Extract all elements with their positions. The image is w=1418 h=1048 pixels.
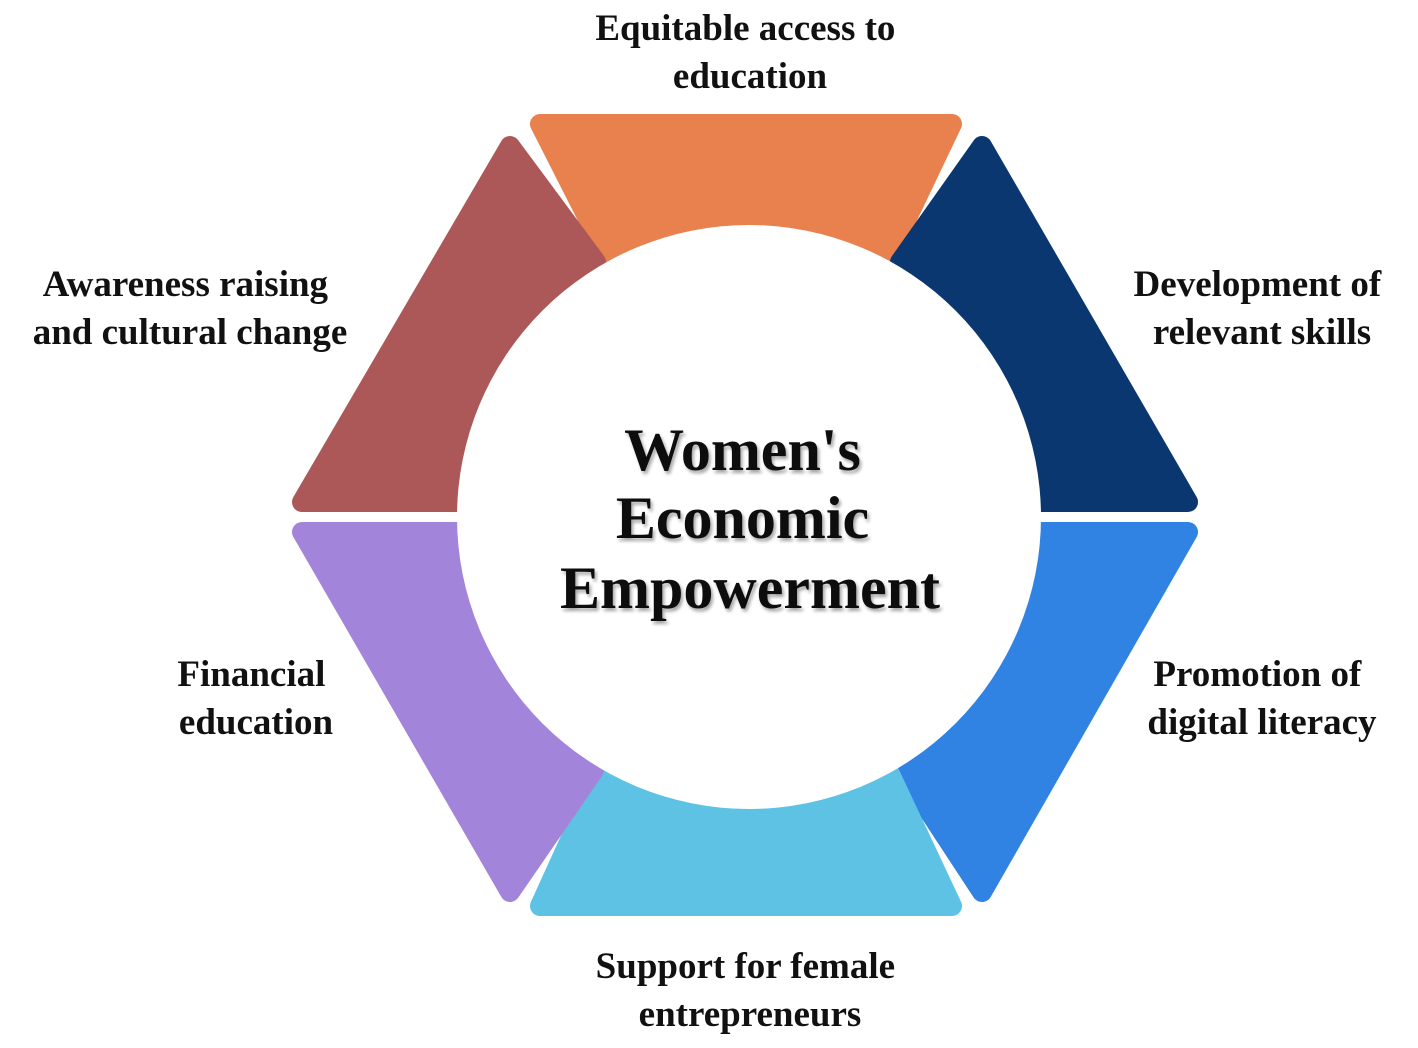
- segment-digital-literacy: [892, 522, 1198, 902]
- label-line: digital literacy: [1147, 702, 1377, 743]
- label-line: education: [179, 702, 334, 743]
- segment-equitable-access: [530, 114, 962, 268]
- center-title-line-1: Women's: [624, 417, 861, 483]
- segment-group: [292, 114, 1198, 916]
- label-relevant-skills: Development of relevant skills: [1134, 264, 1391, 353]
- label-line: Promotion of: [1153, 654, 1362, 695]
- label-awareness-cultural: Awareness raising and cultural change: [33, 264, 348, 353]
- label-equitable-access: Equitable access to education: [595, 8, 904, 97]
- label-female-entrepreneurs: Support for female entrepreneurs: [596, 946, 905, 1035]
- label-digital-literacy: Promotion of digital literacy: [1147, 654, 1377, 743]
- center-title: Women's Economic Empowerment: [560, 417, 940, 621]
- segment-relevant-skills: [890, 136, 1198, 512]
- label-line: Support for female: [596, 946, 895, 987]
- label-line: Development of: [1134, 264, 1382, 305]
- segment-awareness-cultural: [292, 136, 606, 512]
- segment-financial-education: [292, 522, 604, 902]
- label-financial-education: Financial education: [177, 654, 334, 743]
- label-line: Financial: [177, 654, 325, 695]
- segment-female-entrepreneurs: [530, 764, 962, 916]
- label-line: entrepreneurs: [639, 994, 862, 1035]
- center-title-line-2: Economic: [616, 485, 869, 551]
- label-line: Awareness raising: [43, 264, 329, 305]
- label-line: and cultural change: [33, 312, 348, 353]
- label-line: relevant skills: [1153, 312, 1371, 353]
- center-title-line-3: Empowerment: [560, 555, 940, 621]
- label-line: Equitable access to: [595, 8, 895, 49]
- center-circle: [457, 225, 1041, 809]
- label-line: education: [673, 56, 828, 97]
